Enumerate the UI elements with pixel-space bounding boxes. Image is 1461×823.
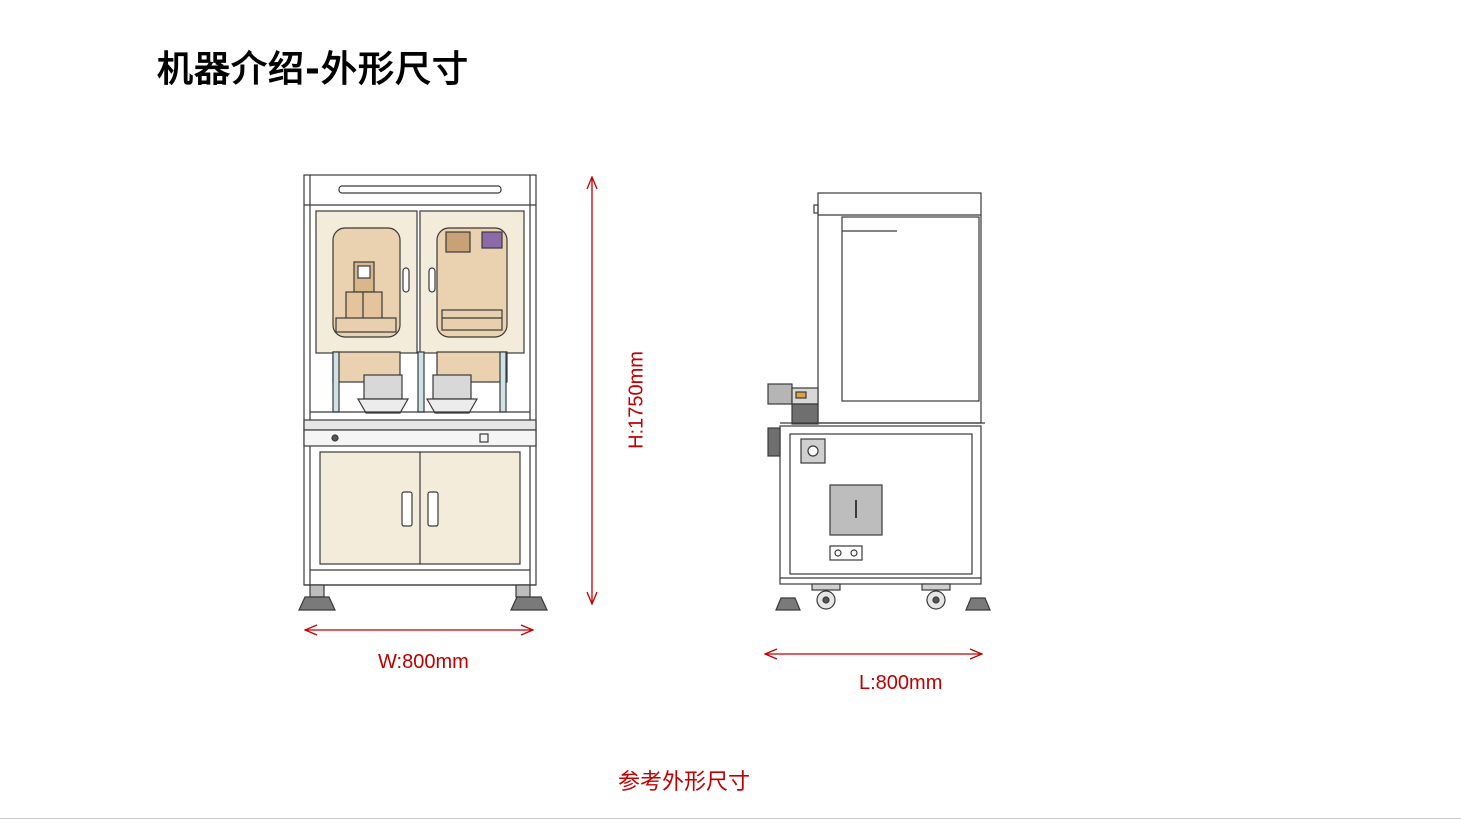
height-label: H:1750mm (625, 351, 648, 449)
width-label: W:800mm (378, 651, 469, 673)
bottom-divider (0, 818, 1461, 819)
caption: 参考外形尺寸 (618, 770, 751, 795)
page-title: 机器介绍-外形尺寸 (157, 49, 469, 90)
length-label: L:800mm (859, 672, 943, 694)
front-view-drawing (298, 174, 548, 611)
side-view-drawing (767, 192, 991, 611)
